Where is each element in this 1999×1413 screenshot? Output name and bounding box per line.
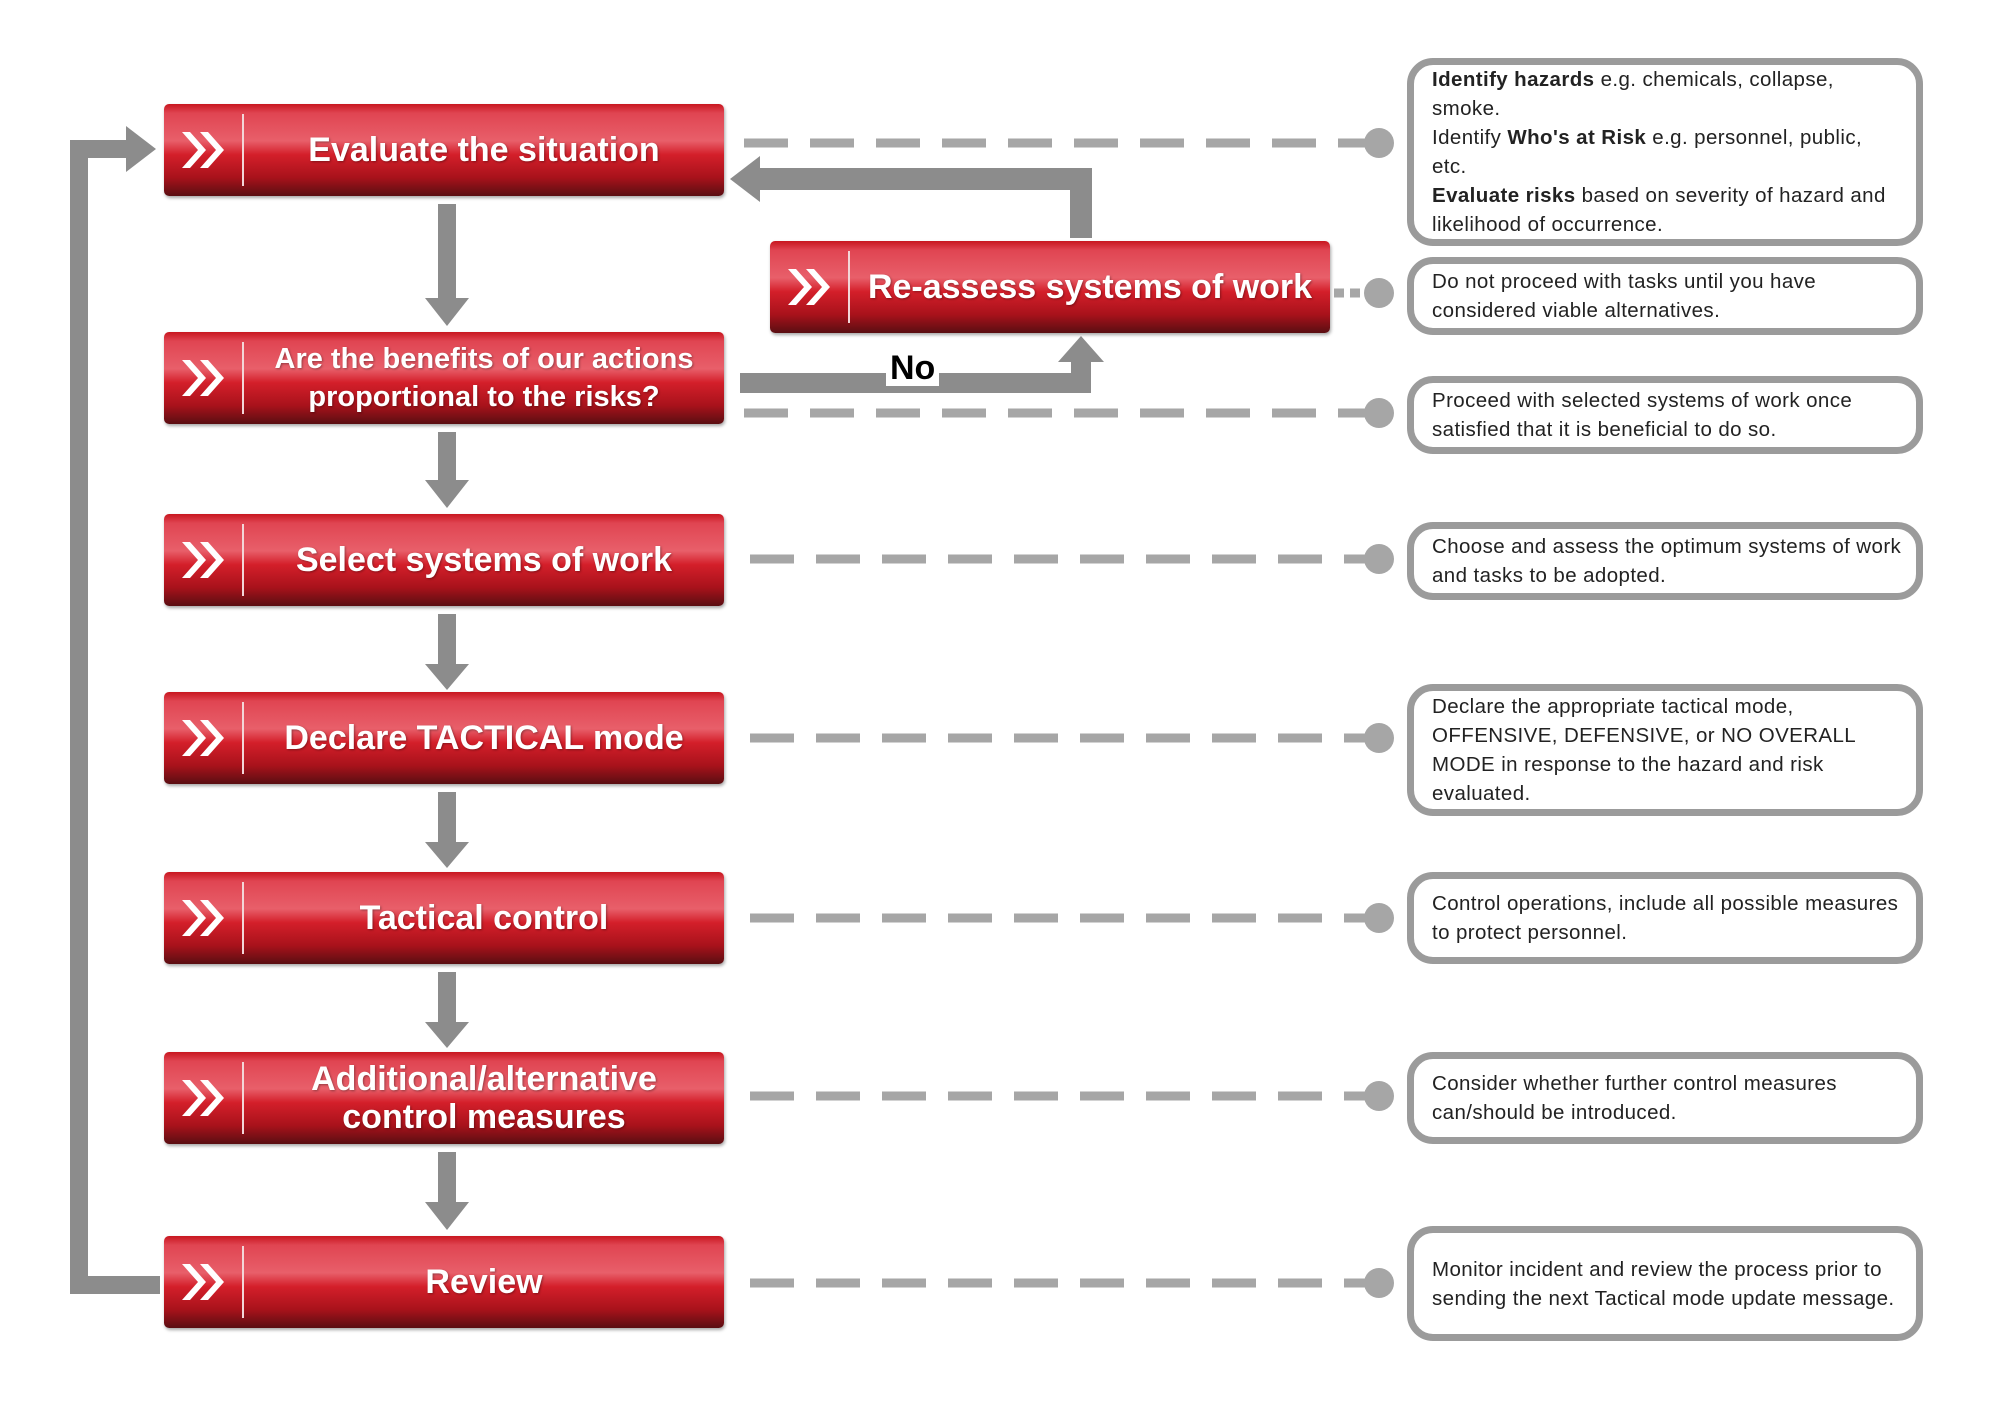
step-label: Additional/alternative control measures xyxy=(311,1060,657,1136)
note-bold: Evaluate risks xyxy=(1432,184,1576,207)
separator xyxy=(242,342,244,414)
separator xyxy=(242,882,244,954)
double-chevron-icon xyxy=(164,514,242,606)
step-label: Evaluate the situation xyxy=(308,131,660,169)
double-chevron-icon xyxy=(770,241,848,333)
step-label: Review xyxy=(425,1263,543,1301)
note-text: Do not proceed with tasks until you have… xyxy=(1432,270,1817,322)
note-text: Consider whether further control measure… xyxy=(1432,1072,1837,1124)
note-text: based on severity of hazard and likeliho… xyxy=(1432,184,1886,236)
separator xyxy=(848,251,850,323)
separator xyxy=(242,524,244,596)
note-review: Monitor incident and review the process … xyxy=(1407,1226,1923,1341)
step-evaluate-situation[interactable]: Evaluate the situation xyxy=(164,104,724,196)
note-evaluate: Identify hazards e.g. chemicals, collaps… xyxy=(1407,58,1923,246)
step-reassess-systems[interactable]: Re-assess systems of work xyxy=(770,241,1330,333)
double-chevron-icon xyxy=(164,104,242,196)
note-text: e.g. personnel, public, etc. xyxy=(1432,126,1863,178)
leader-dots xyxy=(1364,128,1394,1298)
loop-bottom-bar xyxy=(70,1276,160,1294)
separator xyxy=(242,702,244,774)
step-label: Declare TACTICAL mode xyxy=(284,719,684,757)
note-control: Control operations, include all possible… xyxy=(1407,872,1923,964)
loop-vertical-bar xyxy=(70,140,88,1294)
step-benefits-proportional[interactable]: Are the benefits of our actions proporti… xyxy=(164,332,724,424)
double-chevron-icon xyxy=(164,332,242,424)
note-text: Choose and assess the optimum systems of… xyxy=(1432,535,1902,587)
note-text: Identify xyxy=(1432,126,1508,149)
step-tactical-control[interactable]: Tactical control xyxy=(164,872,724,964)
note-declare: Declare the appropriate tactical mode, O… xyxy=(1407,684,1923,816)
step-label: Are the benefits of our actions proporti… xyxy=(274,343,694,413)
step-label: Select systems of work xyxy=(295,541,673,579)
note-text: Monitor incident and review the process … xyxy=(1432,1257,1895,1310)
step-review[interactable]: Review xyxy=(164,1236,724,1328)
step-label: Re-assess systems of work xyxy=(867,268,1313,306)
double-chevron-icon xyxy=(164,872,242,964)
loop-arrowhead xyxy=(126,126,156,172)
no-label: No xyxy=(886,350,940,386)
note-bold: Identify hazards xyxy=(1432,68,1595,91)
note-reassess: Do not proceed with tasks until you have… xyxy=(1407,257,1923,335)
note-benefits: Proceed with selected systems of work on… xyxy=(1407,376,1923,454)
loop-top-bar xyxy=(70,140,130,158)
note-additional: Consider whether further control measure… xyxy=(1407,1052,1923,1144)
double-chevron-icon xyxy=(164,692,242,784)
down-arrows xyxy=(425,204,469,1230)
note-text: e.g. chemicals, collapse, smoke. xyxy=(1432,68,1834,120)
separator xyxy=(242,1246,244,1318)
double-chevron-icon xyxy=(164,1236,242,1328)
separator xyxy=(242,114,244,186)
dashed-leaders xyxy=(744,138,1370,1288)
note-text: Control operations, include all possible… xyxy=(1432,892,1899,944)
return-arrowhead xyxy=(730,156,760,202)
no-arrowhead xyxy=(1058,336,1104,362)
step-select-systems[interactable]: Select systems of work xyxy=(164,514,724,606)
separator xyxy=(242,1062,244,1134)
step-declare-tactical-mode[interactable]: Declare TACTICAL mode xyxy=(164,692,724,784)
return-arrow-horizontal xyxy=(755,168,1092,190)
step-label: Tactical control xyxy=(359,899,609,937)
step-additional-control-measures[interactable]: Additional/alternative control measures xyxy=(164,1052,724,1144)
note-bold: Who's at Risk xyxy=(1507,126,1647,149)
note-text: Proceed with selected systems of work on… xyxy=(1432,389,1853,441)
note-text: Declare the appropriate tactical mode, O… xyxy=(1432,695,1856,805)
double-chevron-icon xyxy=(164,1052,242,1144)
note-select: Choose and assess the optimum systems of… xyxy=(1407,522,1923,600)
no-arrow-vertical xyxy=(1071,360,1091,393)
